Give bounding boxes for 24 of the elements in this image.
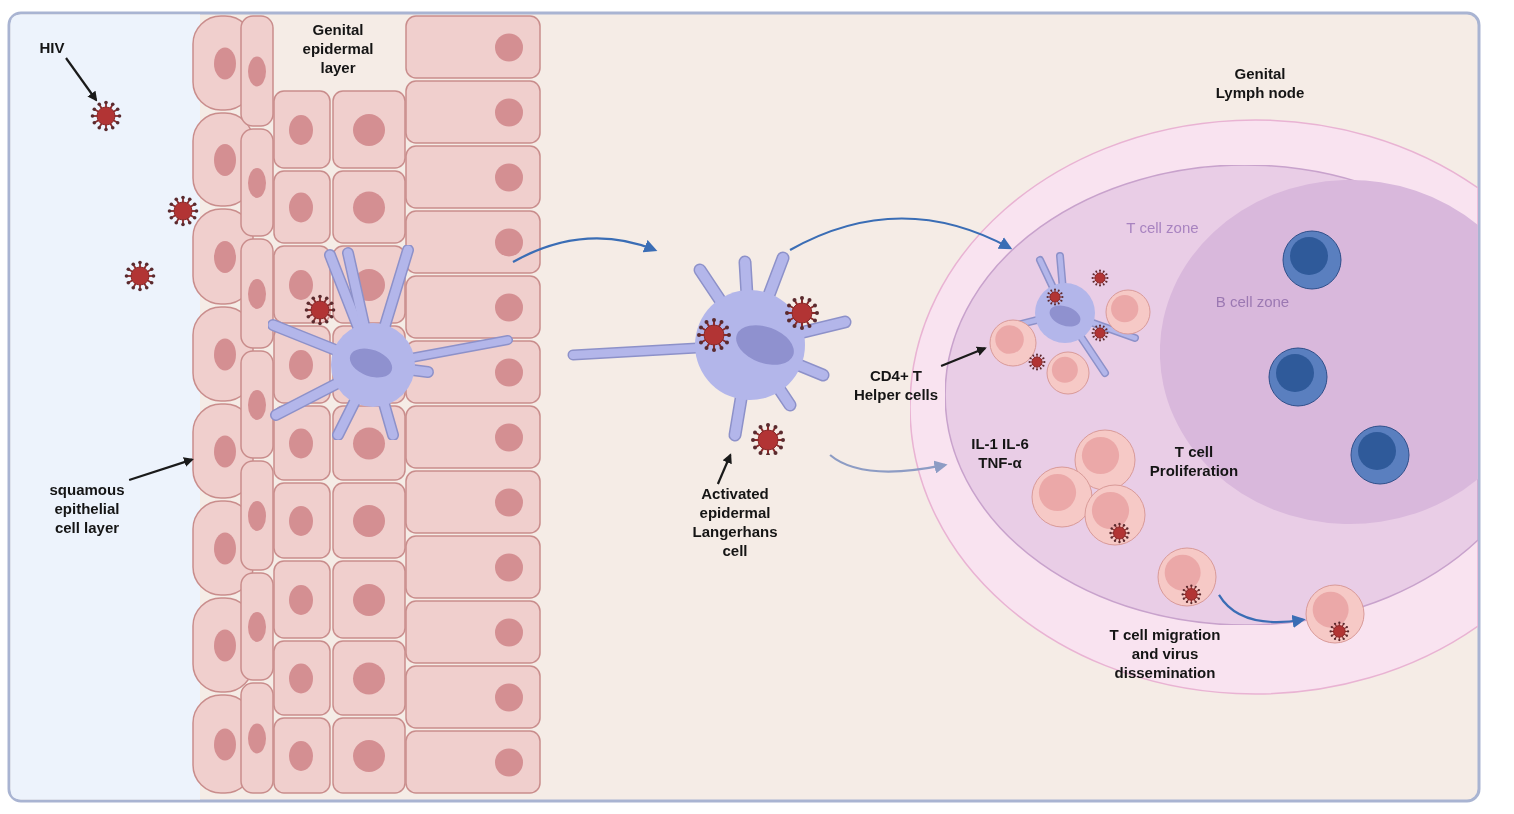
- virus-icon: [90, 100, 122, 132]
- arrow: [716, 453, 732, 485]
- callout-label: squamous epithelial cell layer: [48, 480, 126, 537]
- arrow: [940, 346, 987, 368]
- region-title: Genital Lymph node: [1214, 64, 1306, 102]
- infected-t-cell-drawing: [1155, 545, 1219, 609]
- annotation-label: Genital epidermal layer: [301, 20, 375, 77]
- annotation-label: IL-1 IL-6 TNF-α: [970, 434, 1030, 472]
- arrow: [789, 217, 1013, 251]
- annotation-label: T cell migration and virus dissemination: [1108, 625, 1222, 682]
- arrow: [512, 237, 658, 263]
- arrow: [1218, 594, 1306, 628]
- zone-label: B cell zone: [1214, 292, 1291, 311]
- callout-label: CD4+ T Helper cells: [852, 366, 940, 404]
- arrow: [128, 457, 194, 482]
- langerhans-cell-drawing: [268, 245, 513, 440]
- callout-label: HIV: [38, 38, 66, 57]
- callout-label: Activated epidermal Langerhans cell: [691, 484, 779, 560]
- zone-label: T cell zone: [1125, 218, 1200, 237]
- infected-t-cell-drawing: [1303, 582, 1367, 646]
- squamous-epithelial-cells-drawing: [192, 15, 274, 795]
- annotation-label: T cell Proliferation: [1148, 442, 1240, 480]
- arrow: [65, 57, 98, 102]
- arrow: [829, 454, 948, 474]
